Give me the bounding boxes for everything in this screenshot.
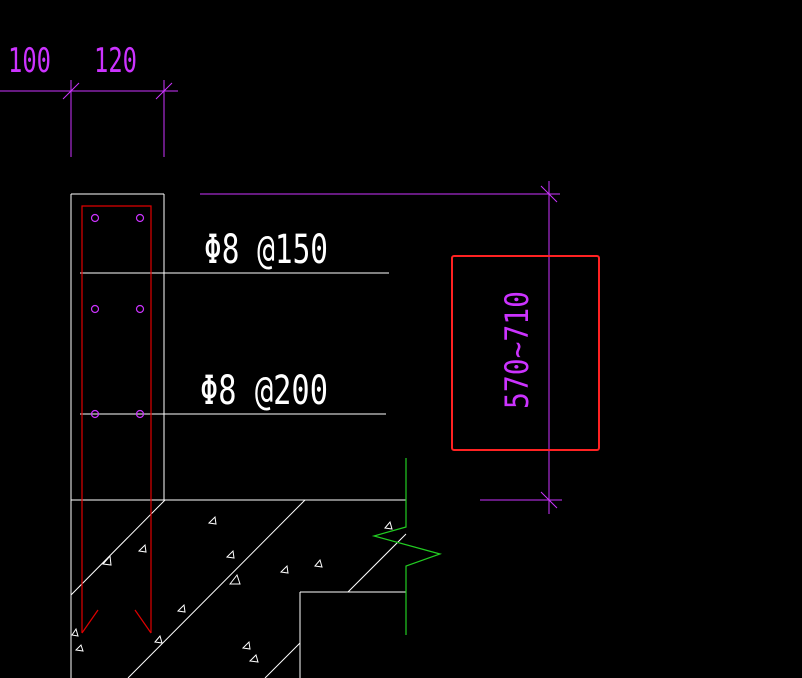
stirrup-hook-left [81, 609, 99, 634]
aggregate-mark [207, 515, 217, 525]
right-tick-top [540, 185, 558, 203]
aggregate-mark [102, 554, 112, 566]
top-tick-middle [62, 82, 80, 100]
hatch-line-2 [127, 499, 306, 678]
rebar-circle [90, 409, 100, 419]
aggregate-mark [137, 543, 147, 553]
stirrup-left-leg [81, 205, 152, 633]
rebar-label-upper: Φ8 @150 [204, 227, 328, 273]
aggregate-mark [228, 573, 241, 585]
dimension-text-100: 100 [8, 41, 51, 81]
hatch-line-4 [264, 642, 301, 678]
rebar-circle [135, 213, 145, 223]
rebar-label-lower: Φ8 @200 [200, 368, 328, 414]
aggregate-mark [279, 564, 289, 574]
rebar-circle [90, 304, 100, 314]
rebar-circle [90, 213, 100, 223]
aggregate-mark [225, 549, 235, 559]
hatch-line-3 [347, 533, 407, 593]
top-tick-right [155, 82, 173, 100]
wall-outline [70, 193, 407, 678]
aggregate-mark [314, 558, 323, 568]
dimension-text-570-710: 570~710 [498, 291, 536, 409]
hatch-line-1 [70, 499, 166, 596]
aggregate-mark [74, 644, 84, 652]
aggregate-mark [241, 640, 251, 650]
right-dimension [200, 181, 562, 514]
aggregate-mark [248, 654, 259, 663]
aggregate-mark [384, 520, 393, 530]
right-tick-bottom [540, 491, 558, 509]
highlight-box[interactable] [451, 255, 600, 451]
aggregate-mark [154, 634, 163, 644]
aggregate-mark [71, 627, 79, 637]
top-dimension [0, 80, 178, 157]
longitudinal-bars [90, 213, 145, 419]
break-line-symbol [371, 458, 443, 635]
break-line [371, 458, 443, 635]
aggregate-mark [176, 603, 186, 613]
stirrup [81, 205, 152, 634]
concrete-hatch [71, 515, 393, 663]
rebar-circle [135, 304, 145, 314]
dimension-text-120: 120 [94, 41, 137, 81]
stirrup-hook-right [134, 609, 152, 634]
rebar-circle [135, 409, 145, 419]
